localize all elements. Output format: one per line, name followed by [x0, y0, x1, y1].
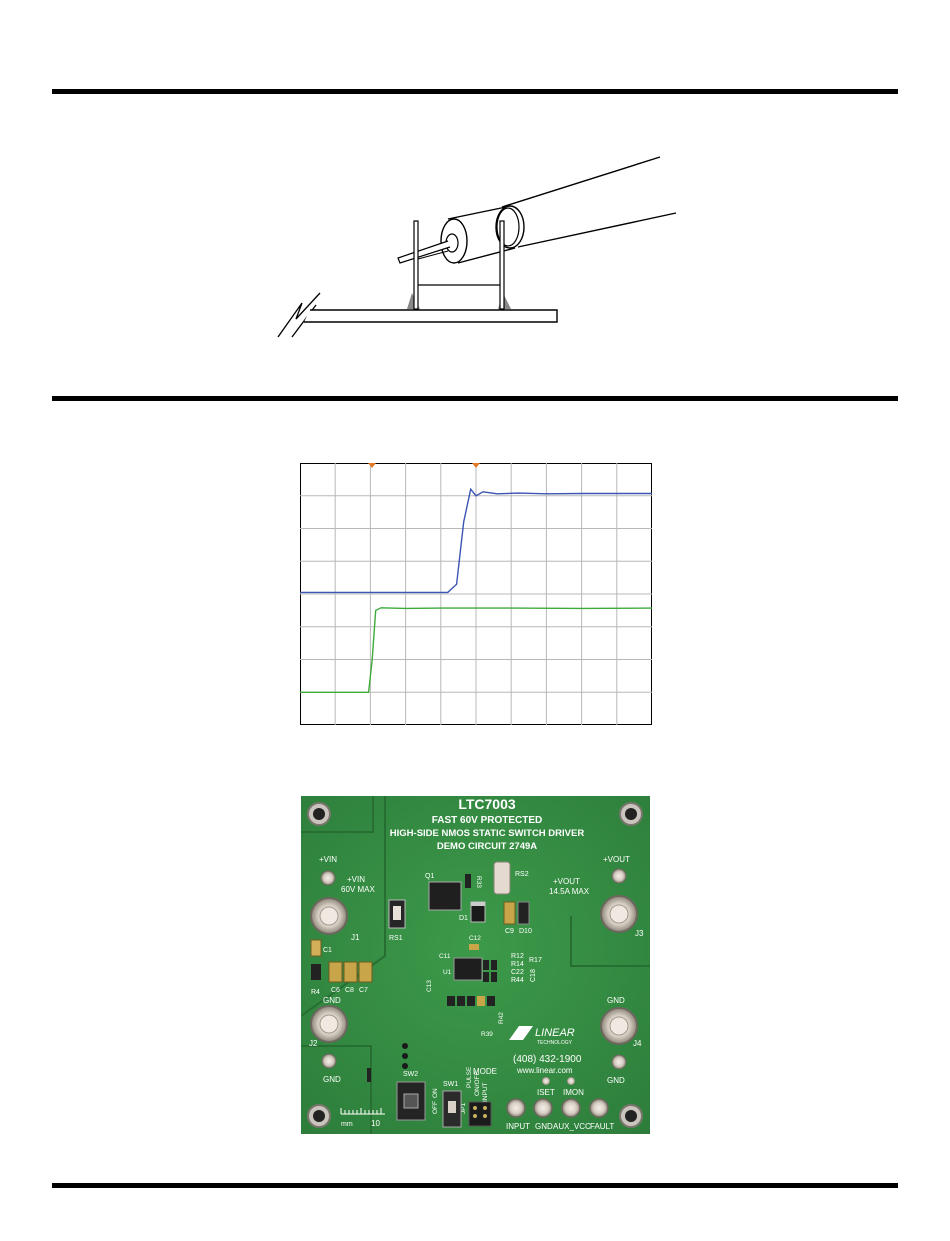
board-subtitle-2: HIGH-SIDE NMOS STATIC SWITCH DRIVER: [390, 828, 585, 839]
c8-label: C8: [345, 987, 354, 994]
ruler-10-label: 10: [371, 1119, 380, 1128]
vin-small-label: +VIN: [319, 855, 337, 864]
ruler-mm-label: mm: [341, 1121, 353, 1128]
j1-label: J1: [351, 933, 360, 942]
mode-label: MODE: [473, 1067, 497, 1076]
iset-label: ISET: [537, 1088, 555, 1097]
imon-label: IMON: [563, 1088, 584, 1097]
bottom-rule: [52, 1183, 898, 1188]
sw2-label: SW2: [403, 1071, 418, 1078]
logo-subtext: TECHNOLOGY: [537, 1040, 573, 1046]
r42-label: R42: [498, 1012, 505, 1024]
rs2-label: RS2: [515, 871, 529, 878]
linear-logo-icon: [509, 1026, 533, 1040]
scope-waveform-chart: [300, 463, 652, 725]
trace-line-2: [300, 607, 652, 694]
scope-grid: [300, 463, 652, 725]
mounting-hole: [307, 1104, 331, 1128]
phone-text: (408) 432-1900: [513, 1054, 582, 1065]
input-label: INPUT: [506, 1122, 530, 1131]
gnd-top-left-label: GND: [323, 996, 341, 1005]
r17-label: R17: [529, 957, 542, 964]
mounting-hole: [619, 1104, 643, 1128]
c1-label: C1: [323, 947, 332, 954]
cylinder-mount-illustration: [277, 156, 677, 338]
j3-label: J3: [635, 929, 644, 938]
iset-test-point[interactable]: [542, 1077, 550, 1085]
middle-rule: [52, 396, 898, 401]
board-subtitle-3: DEMO CIRCUIT 2749A: [437, 841, 537, 852]
fault-label: FAULT: [590, 1122, 614, 1131]
c12-label: C12: [469, 935, 481, 942]
web-text: www.linear.com: [516, 1066, 573, 1075]
vout-small-label: +VOUT: [603, 855, 630, 864]
mounting-hole: [307, 802, 331, 826]
d10-label: D10: [519, 928, 532, 935]
j2-label: J2: [309, 1039, 318, 1048]
trigger-marker-icon: [368, 463, 376, 468]
on-label: ON: [432, 1088, 439, 1098]
jp1-label: JP1: [460, 1102, 467, 1114]
rs2-shunt: [493, 861, 511, 895]
r4-label: R4: [311, 989, 320, 996]
logo-text: LINEAR: [535, 1027, 575, 1039]
c7-label: C7: [359, 987, 368, 994]
aux-vcc-turret[interactable]: [561, 1098, 581, 1118]
c13-label: C13: [426, 980, 433, 992]
gnd-bottom-right-label: GND: [607, 1076, 625, 1085]
vout-label: +VOUT: [553, 877, 580, 886]
vin-label: +VIN: [347, 875, 365, 884]
r44-label: R44: [511, 977, 524, 984]
vout-max-label: 14.5A MAX: [549, 887, 590, 896]
q1-label: Q1: [425, 873, 434, 880]
gnd-top-right-label: GND: [607, 996, 625, 1005]
gnd-turret[interactable]: [533, 1098, 553, 1118]
u1-label: U1: [443, 969, 452, 976]
c18-label: C18: [530, 969, 537, 982]
mode-jumper-jp1[interactable]: [468, 1101, 492, 1127]
trigger-marker-icon: [472, 463, 480, 468]
sw1-label: SW1: [443, 1081, 458, 1088]
top-rule: [52, 89, 898, 94]
vin-test-point[interactable]: [320, 870, 336, 886]
r39-label: R39: [481, 1031, 493, 1038]
aux-vcc-label: AUX_VCC: [553, 1122, 591, 1131]
pcb-ruler: [340, 1108, 385, 1115]
gnd-test-point-left[interactable]: [321, 1053, 337, 1069]
q1-mosfet: [428, 881, 462, 911]
gnd-test-point-right[interactable]: [611, 1054, 627, 1070]
onoff-label: ON/OFF: [474, 1071, 481, 1096]
scope-traces: [300, 487, 652, 694]
trace-line-1: [300, 487, 652, 594]
r12-label: R12: [511, 953, 524, 960]
vout-test-point[interactable]: [611, 868, 627, 884]
board-subtitle-1: FAST 60V PROTECTED: [432, 815, 543, 826]
c11-label: C11: [439, 953, 451, 960]
gnd-bottom-left-label: GND: [323, 1075, 341, 1084]
imon-test-point[interactable]: [567, 1077, 575, 1085]
u1-chip: [453, 957, 483, 981]
gnd-label: GND: [535, 1122, 553, 1131]
fault-turret[interactable]: [589, 1098, 609, 1118]
off-label: OFF: [432, 1101, 439, 1114]
sw2-push-button[interactable]: [396, 1081, 426, 1121]
input-small-label: INPUT: [482, 1082, 489, 1102]
board-title: LTC7003: [458, 796, 516, 812]
c9-label: C9: [505, 928, 514, 935]
r33-label: R33: [475, 876, 482, 888]
vin-max-label: 60V MAX: [341, 885, 375, 894]
d1-label: D1: [459, 915, 468, 922]
demo-board-photo: LTC7003 FAST 60V PROTECTED HIGH-SIDE NMO…: [301, 796, 650, 1134]
pulse-label: PULSE: [466, 1066, 473, 1088]
rs1-label: RS1: [389, 935, 403, 942]
input-turret[interactable]: [506, 1098, 526, 1118]
c22-label: C22: [511, 969, 524, 976]
r14-label: R14: [511, 961, 524, 968]
j4-label: J4: [633, 1039, 642, 1048]
c6-label: C6: [331, 987, 340, 994]
mounting-hole: [619, 802, 643, 826]
